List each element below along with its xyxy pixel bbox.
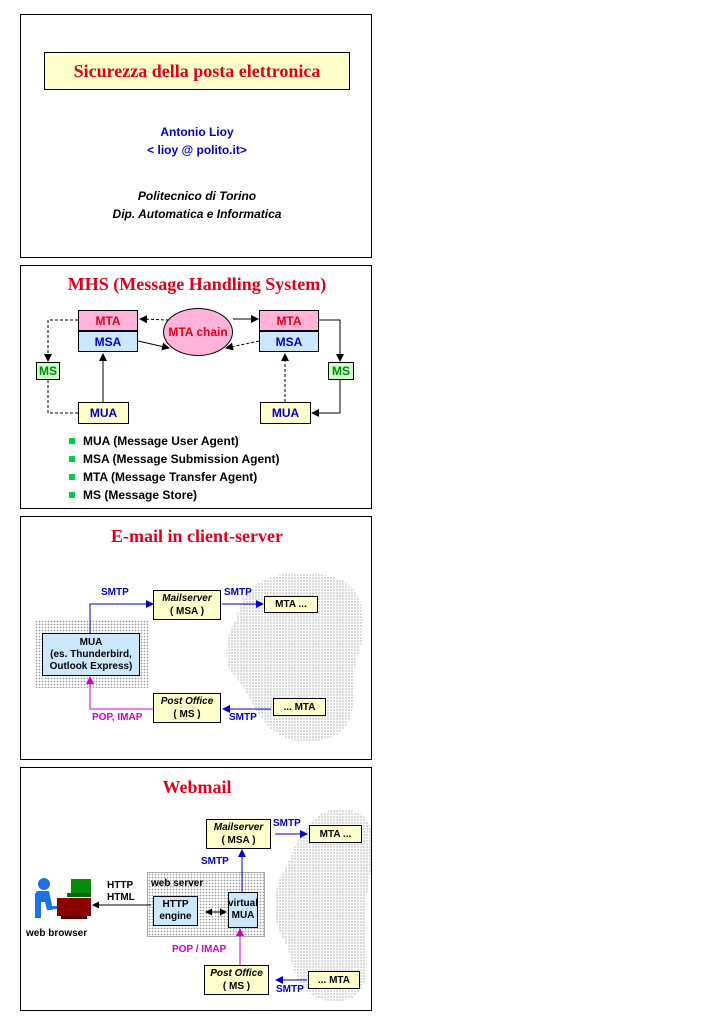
- mua-title: MUA: [79, 636, 103, 648]
- mua-example-1: (es. Thunderbird,: [50, 648, 132, 660]
- ms-box-left: MS: [36, 362, 60, 380]
- slide-webmail: Webmail web server web browser HTTP HTM: [20, 767, 373, 1011]
- http-engine-box: HTTP engine: [153, 896, 198, 926]
- slide-title: Webmail: [162, 777, 232, 797]
- title-box: Sicurezza della posta elettronica: [44, 52, 350, 90]
- mailserver-label: Mailserver: [213, 822, 264, 833]
- smtp-label-2: SMTP: [273, 818, 301, 829]
- mailserver-box: Mailserver ( MSA ): [153, 590, 221, 620]
- author-email: < lioy @ polito.it>: [147, 143, 247, 157]
- post-office-label: Post Office: [210, 968, 263, 979]
- mta-out-box: MTA ...: [264, 596, 318, 613]
- slide-title: E-mail in client-server: [111, 526, 283, 546]
- mta-in-label: ... MTA: [317, 974, 351, 986]
- virtual-mua-box: virtual MUA: [228, 892, 258, 928]
- list-item: MUA (Message User Agent): [69, 432, 279, 450]
- list-item: MTA (Message Transfer Agent): [69, 468, 279, 486]
- list-item: MSA (Message Submission Agent): [69, 450, 279, 468]
- msa-label: MSA: [94, 334, 122, 349]
- slide-title: Sicurezza della posta elettronica Antoni…: [20, 14, 372, 258]
- mua-box: MUA (es. Thunderbird, Outlook Express): [42, 633, 140, 676]
- smtp-label-3: SMTP: [229, 712, 257, 723]
- mua-label: MUA: [89, 406, 118, 420]
- mta-label: MTA: [276, 313, 302, 328]
- mta-out-label: MTA ...: [275, 599, 307, 610]
- post-office-label: Post Office: [160, 696, 214, 707]
- pop-imap-label: POP / IMAP: [172, 944, 227, 955]
- smtp-label-1: SMTP: [101, 587, 129, 598]
- smtp-label-2: SMTP: [224, 587, 252, 598]
- mta-chain-label: MTA chain: [168, 325, 228, 339]
- ms-label: ( MS ): [173, 709, 201, 720]
- internet-cloud: [225, 572, 364, 742]
- author-name: Antonio Lioy: [160, 125, 234, 139]
- http-label: HTTP: [107, 880, 134, 891]
- msa-box-left: MSA: [78, 331, 138, 352]
- definitions-list: MUA (Message User Agent) MSA (Message Su…: [69, 432, 279, 504]
- mta-out-box: MTA ...: [309, 825, 362, 843]
- virtual-mua-label-2: MUA: [231, 910, 255, 921]
- mta-in-label: ... MTA: [283, 701, 316, 713]
- http-engine-label-2: engine: [159, 911, 192, 922]
- mta-label: MTA: [95, 313, 121, 328]
- mailserver-label: Mailserver: [162, 593, 212, 604]
- web-browser-user-icon: [35, 878, 91, 919]
- msa-label: ( MSA ): [169, 606, 205, 617]
- web-server-label: web server: [151, 878, 204, 889]
- virtual-mua-label-1: virtual: [228, 898, 259, 909]
- mta-in-box: ... MTA: [308, 971, 360, 989]
- pop-imap-label: POP, IMAP: [92, 712, 143, 723]
- internet-cloud: [274, 808, 373, 1002]
- ms-box-right: MS: [328, 362, 354, 380]
- slide-title: MHS (Message Handling System): [67, 274, 327, 294]
- flow-arrows: [92, 830, 308, 984]
- slide-client-server: E-mail in client-server MUA (es. Thunder…: [20, 516, 372, 760]
- post-office-box: Post Office ( MS ): [153, 693, 221, 723]
- mua-box-left: MUA: [78, 402, 129, 424]
- department: Dip. Automatica e Informatica: [112, 207, 282, 221]
- ms-label: ( MS ): [222, 981, 251, 992]
- smtp-label-1: SMTP: [201, 856, 229, 867]
- ms-label: MS: [39, 364, 57, 378]
- mta-in-box: ... MTA: [273, 698, 326, 716]
- mta-box-left: MTA: [78, 310, 138, 331]
- mhs-diagram-arrows: [44, 315, 344, 417]
- list-item: MS (Message Store): [69, 486, 279, 504]
- html-label: HTML: [107, 892, 135, 903]
- mua-label: MUA: [271, 406, 300, 420]
- ms-label: MS: [332, 364, 350, 378]
- mta-box-right: MTA: [259, 310, 319, 331]
- mua-box-right: MUA: [260, 402, 311, 424]
- msa-label: MSA: [275, 334, 303, 349]
- web-browser-label: web browser: [26, 928, 88, 939]
- institution: Politecnico di Torino: [137, 189, 257, 203]
- flow-arrows: [86, 600, 271, 713]
- mta-chain-ellipse: MTA chain: [163, 308, 233, 356]
- msa-label: ( MSA ): [221, 835, 256, 846]
- mailserver-box: Mailserver ( MSA ): [206, 819, 271, 849]
- presentation-title: Sicurezza della posta elettronica: [73, 60, 321, 81]
- http-engine-label-1: HTTP: [162, 899, 189, 910]
- smtp-label-3: SMTP: [276, 984, 304, 995]
- mua-example-2: Outlook Express): [49, 660, 133, 672]
- mta-out-label: MTA ...: [319, 828, 352, 840]
- slide-mhs: MHS (Message Handling System) MTA MSA MT…: [20, 265, 372, 509]
- msa-box-right: MSA: [259, 331, 319, 352]
- post-office-box: Post Office ( MS ): [204, 965, 269, 995]
